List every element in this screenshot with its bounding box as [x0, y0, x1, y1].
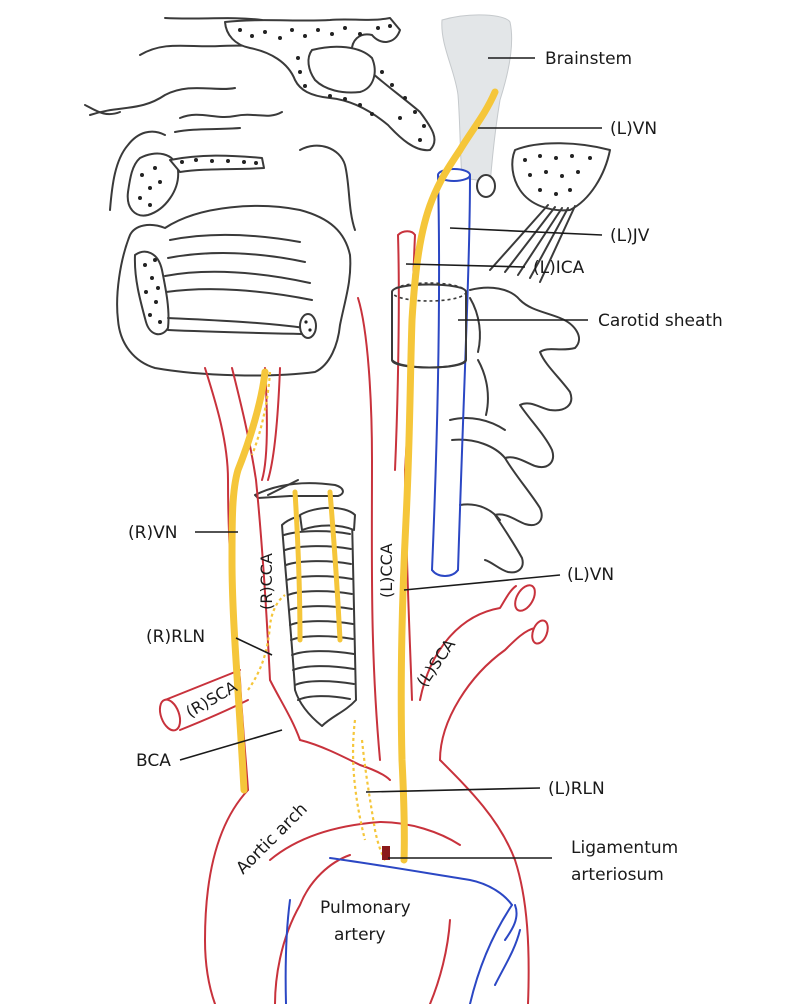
label-bca: BCA	[136, 751, 171, 771]
label-aortic-arch: Aortic arch	[232, 799, 311, 878]
label-carotid-sheath: Carotid sheath	[598, 311, 723, 331]
arteries	[158, 230, 549, 1004]
label-ligamentum-line1: Ligamentum	[571, 838, 678, 858]
label-l-cca: (L)CCA	[377, 543, 396, 598]
label-pulmonary-line2: artery	[334, 925, 386, 945]
label-brainstem: Brainstem	[545, 49, 632, 69]
label-l-rln: (L)RLN	[548, 779, 605, 799]
label-l-ica: (L)ICA	[533, 258, 585, 278]
carotid-sheath-shape	[391, 282, 467, 369]
label-r-rln: (R)RLN	[146, 627, 205, 647]
label-l-jv: (L)JV	[610, 226, 650, 246]
skull-base-outline	[84, 17, 436, 231]
label-l-vn-top: (L)VN	[610, 119, 657, 139]
label-l-sca: (L)SCA	[413, 635, 459, 690]
label-r-vn: (R)VN	[128, 523, 177, 543]
label-r-cca: (R)CCA	[257, 553, 276, 610]
label-l-vn-mid: (L)VN	[567, 565, 614, 585]
label-r-sca: (R)SCA	[183, 677, 241, 721]
label-ligamentum-line2: arteriosum	[571, 865, 664, 885]
cervical-spine-outline	[449, 142, 611, 574]
mandible-outline	[116, 205, 352, 377]
leader-lines	[179, 57, 603, 859]
label-pulmonary-line1: Pulmonary	[320, 898, 411, 918]
